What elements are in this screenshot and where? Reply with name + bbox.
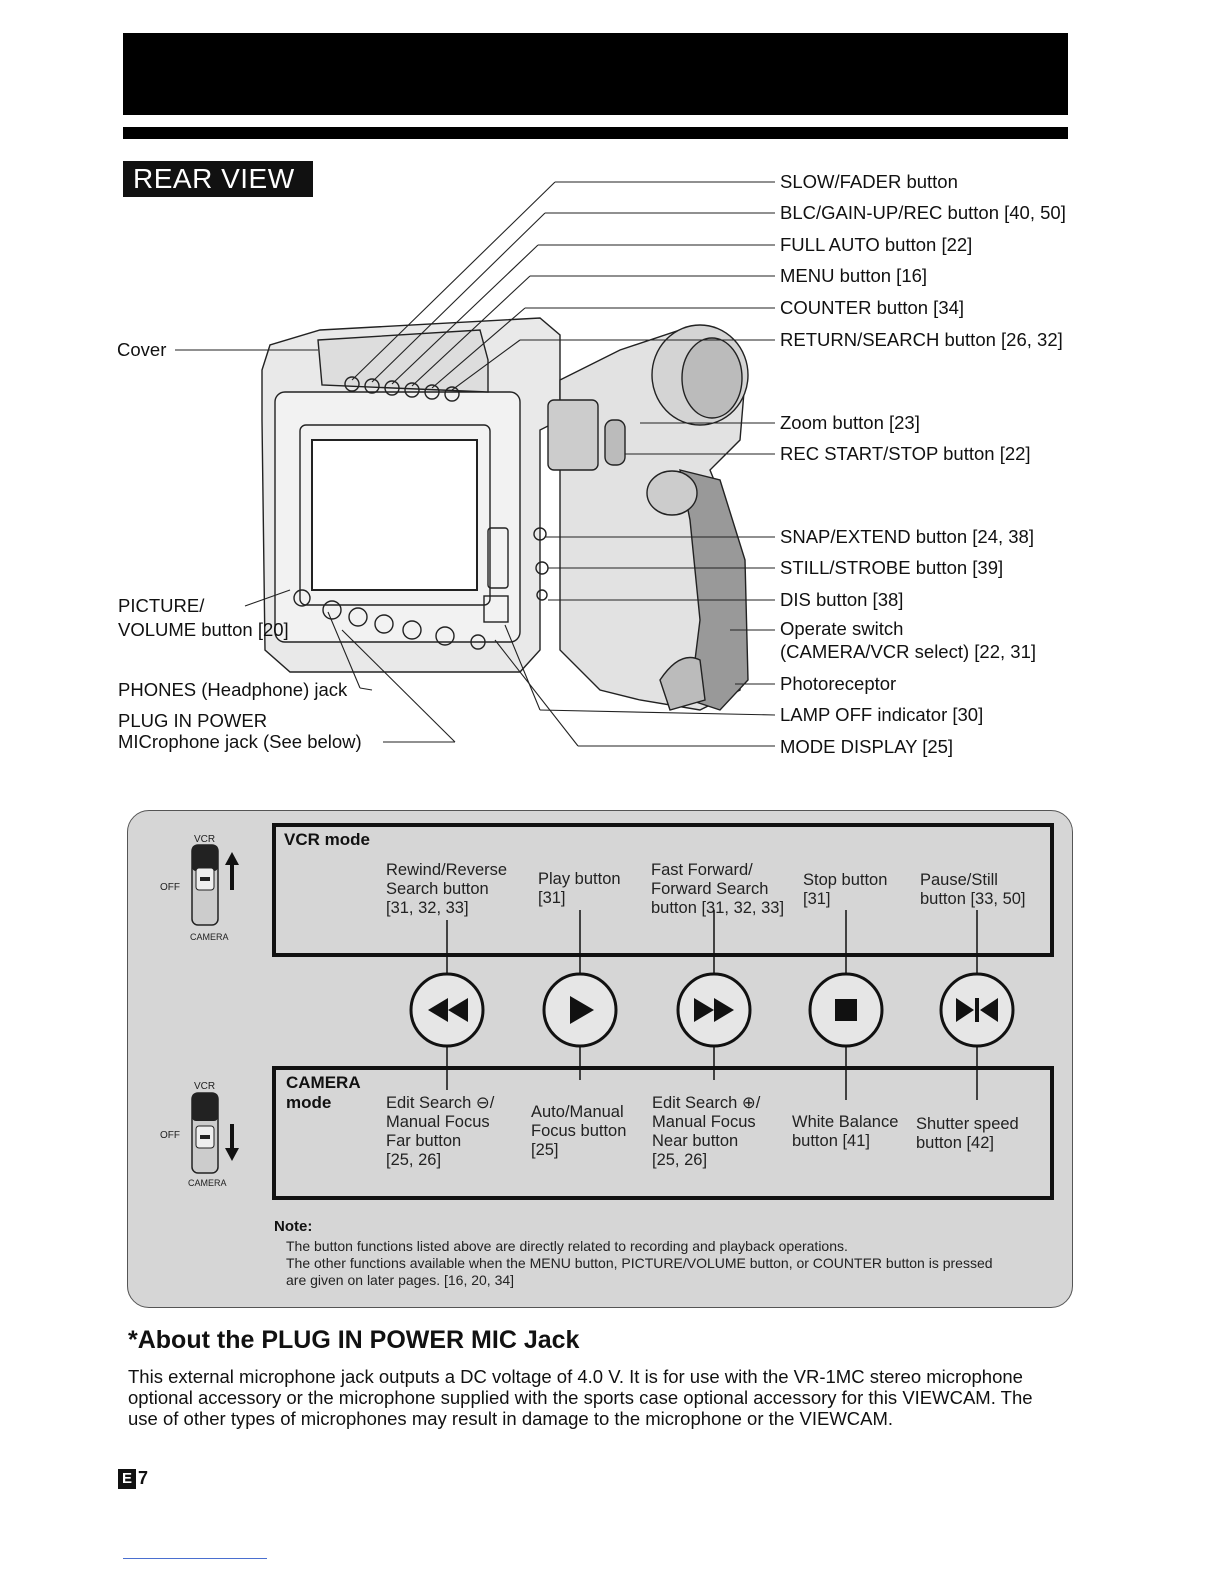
vcr-label-pause-2: button [33, 50] — [920, 890, 1026, 908]
rewind-icon — [409, 972, 485, 1048]
label-slow-fader-button: SLOW/FADER button — [780, 171, 958, 192]
section-title: REAR VIEW — [123, 161, 313, 197]
label-zoom-button: Zoom button [23] — [780, 412, 920, 433]
label-cover: Cover — [117, 339, 167, 360]
vcr-label-rewind-3: [31, 32, 33] — [386, 899, 469, 917]
cam-label-far-3: Far button — [386, 1132, 462, 1150]
label-plug-in-power-2: MICrophone jack (See below) — [118, 731, 362, 752]
mode-panel — [127, 810, 1073, 1308]
label-plug-in-power-1: PLUG IN POWER — [118, 710, 268, 731]
vcr-label-rewind-2: Search button — [386, 880, 489, 898]
label-picture-volume-2: VOLUME button [20] — [118, 619, 289, 640]
vcr-label-stop-2: [31] — [803, 890, 831, 908]
switch-vcr-label-2: VCR — [194, 1081, 216, 1092]
label-picture-volume-1: PICTURE/ — [118, 595, 205, 616]
rear-view-illustration — [175, 181, 776, 747]
cam-label-af-3: [25] — [531, 1141, 559, 1159]
vcr-mode-box — [272, 823, 1054, 957]
footer-line — [123, 1558, 267, 1559]
play-icon — [542, 972, 618, 1048]
label-snap-extend-button: SNAP/EXTEND button [24, 38] — [780, 526, 1034, 547]
note-heading: Note: — [274, 1218, 313, 1235]
switch-vcr-label: VCR — [194, 834, 216, 845]
camera-mode-box — [272, 1066, 1054, 1200]
section-body-plug-in-power: This external microphone jack outputs a … — [128, 1366, 1088, 1429]
note-line-3: are given on later pages. [16, 20, 34] — [286, 1272, 515, 1288]
switch-camera-position-icon — [191, 1092, 239, 1174]
camera-mode-title-1: CAMERA — [286, 1073, 361, 1092]
label-photoreceptor: Photoreceptor — [780, 673, 897, 694]
vcr-label-play-2: [31] — [538, 889, 566, 907]
label-mode-display: MODE DISPLAY [25] — [780, 736, 954, 757]
label-phones-jack: PHONES (Headphone) jack — [118, 679, 348, 700]
switch-vcr-position-icon — [191, 844, 239, 926]
note-line-2: The other functions available when the M… — [286, 1255, 993, 1271]
label-return-search-button: RETURN/SEARCH button [26, 32] — [780, 329, 1063, 350]
label-dis-button: DIS button [38] — [780, 589, 904, 610]
label-lamp-off-indicator: LAMP OFF indicator [30] — [780, 704, 984, 725]
vcr-label-rewind-1: Rewind/Reverse — [386, 861, 508, 879]
label-rec-start-stop-button: REC START/STOP button [22] — [780, 443, 1031, 464]
cam-label-af-2: Focus button — [531, 1122, 627, 1140]
cam-label-near-3: Near button — [652, 1132, 739, 1150]
vcr-label-pause-1: Pause/Still — [920, 871, 998, 889]
vcr-button-row — [409, 910, 1015, 1100]
label-still-strobe-button: STILL/STROBE button [39] — [780, 557, 1004, 578]
header-rule — [123, 127, 1068, 139]
vcr-mode-title: VCR mode — [284, 830, 370, 849]
note-line-1: The button functions listed above are di… — [286, 1238, 848, 1254]
header-black-bar — [123, 33, 1068, 115]
switch-off-label: OFF — [160, 882, 180, 893]
label-operate-switch: Operate switch — [780, 618, 904, 639]
label-blc-gain-button: BLC/GAIN-UP/REC button [40, 50] — [780, 202, 1066, 223]
label-counter-button: COUNTER button [34] — [780, 297, 965, 318]
vcr-label-ff-1: Fast Forward/ — [651, 861, 753, 879]
switch-camera-label: CAMERA — [190, 932, 229, 942]
label-menu-button: MENU button [16] — [780, 265, 928, 286]
cam-label-near-1: Edit Search ⊕/ — [652, 1094, 761, 1112]
vcr-label-ff-3: button [31, 32, 33] — [651, 899, 785, 917]
label-operate-switch-detail: (CAMERA/VCR select) [22, 31] — [780, 641, 1036, 662]
vcr-label-play-1: Play button — [538, 870, 621, 888]
cam-label-near-2: Manual Focus — [652, 1113, 756, 1131]
switch-off-label-2: OFF — [160, 1130, 180, 1141]
cam-label-wb-1: White Balance — [792, 1113, 899, 1131]
stop-icon — [808, 972, 884, 1048]
cam-label-shutter-1: Shutter speed — [916, 1115, 1019, 1133]
cam-label-far-4: [25, 26] — [386, 1151, 442, 1169]
language-badge: E — [118, 1469, 136, 1489]
label-full-auto-button: FULL AUTO button [22] — [780, 234, 973, 255]
cam-label-wb-2: button [41] — [792, 1132, 870, 1150]
vcr-label-stop-1: Stop button — [803, 871, 888, 889]
page-number: 7 — [138, 1468, 149, 1488]
body-line: use of other types of microphones may re… — [128, 1408, 894, 1429]
fast-forward-icon — [676, 972, 752, 1048]
vcr-label-ff-2: Forward Search — [651, 880, 769, 898]
pause-still-icon — [939, 972, 1015, 1048]
body-line: optional accessory or the microphone sup… — [128, 1387, 1033, 1408]
cam-label-shutter-2: button [42] — [916, 1134, 994, 1152]
body-line: This external microphone jack outputs a … — [128, 1366, 1023, 1387]
cam-label-far-2: Manual Focus — [386, 1113, 490, 1131]
section-heading-plug-in-power: *About the PLUG IN POWER MIC Jack — [128, 1326, 580, 1354]
switch-camera-label-2: CAMERA — [188, 1178, 227, 1188]
cam-label-far-1: Edit Search ⊖/ — [386, 1094, 495, 1112]
camera-mode-title-2: mode — [286, 1093, 332, 1112]
cam-label-near-4: [25, 26] — [652, 1151, 708, 1169]
cam-label-af-1: Auto/Manual — [531, 1103, 624, 1121]
